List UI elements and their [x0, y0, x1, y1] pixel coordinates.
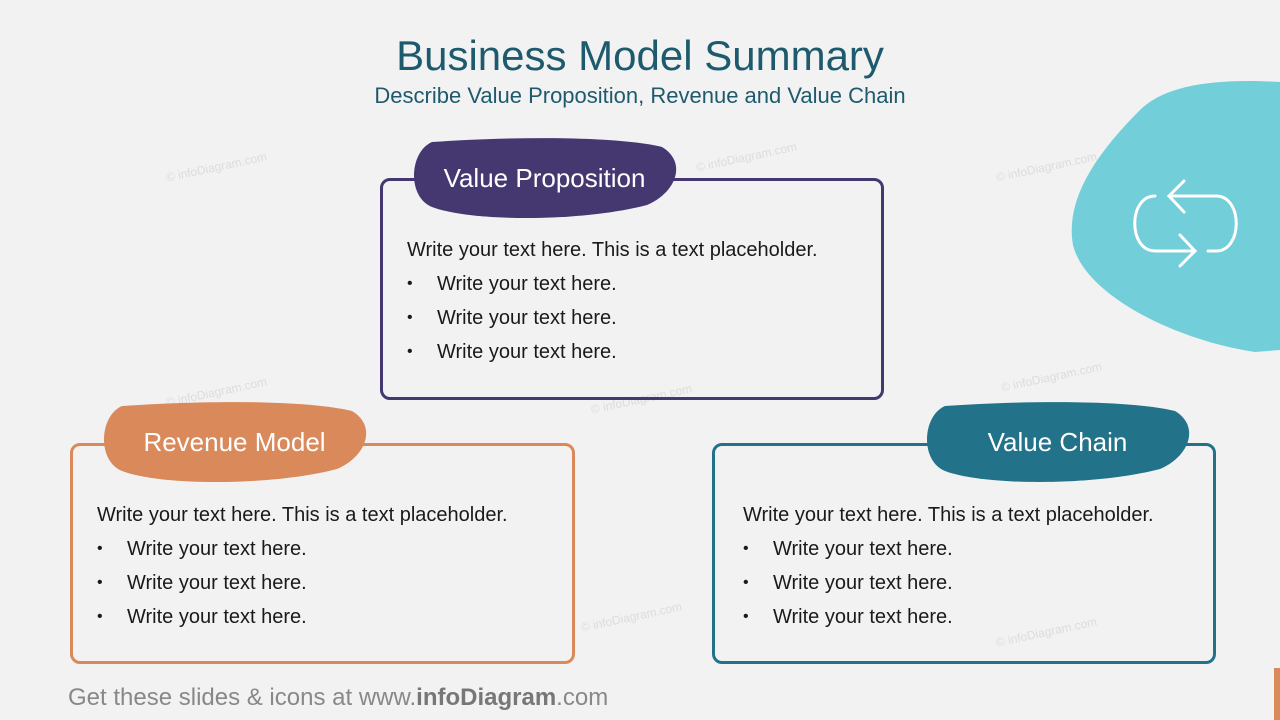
revenue-model-label: Revenue Model: [102, 401, 367, 483]
page-title: Business Model Summary: [396, 32, 884, 79]
footer-credit: Get these slides & icons at www.infoDiag…: [68, 684, 609, 711]
value-proposition-label: Value Proposition: [412, 137, 677, 219]
bullet-item: Write your text here.: [407, 335, 818, 369]
watermark: © infoDiagram.com: [579, 599, 684, 635]
value-chain-label: Value Chain: [925, 401, 1190, 483]
bullet-item: Write your text here.: [407, 301, 818, 335]
value-proposition-card: Write your text here. This is a text pla…: [380, 178, 884, 400]
watermark: © infoDiagram.com: [694, 139, 799, 175]
page-subtitle: Describe Value Proposition, Revenue and …: [374, 83, 906, 108]
revenue-model-card: Write your text here. This is a text pla…: [70, 443, 575, 664]
bullet-item: Write your text here.: [743, 532, 1154, 566]
card-intro: Write your text here. This is a text pla…: [97, 504, 508, 526]
bullet-item: Write your text here.: [97, 600, 508, 634]
watermark: © infoDiagram.com: [164, 149, 269, 185]
bullet-item: Write your text here.: [97, 566, 508, 600]
bullet-item: Write your text here.: [743, 600, 1154, 634]
bullet-item: Write your text here.: [743, 566, 1154, 600]
accent-bar: [1274, 668, 1280, 720]
decorative-blob: [1071, 80, 1280, 353]
bullet-item: Write your text here.: [97, 532, 508, 566]
card-intro: Write your text here. This is a text pla…: [743, 504, 1154, 526]
watermark: © infoDiagram.com: [999, 359, 1104, 395]
exchange-arrows-icon: [1133, 179, 1238, 268]
card-intro: Write your text here. This is a text pla…: [407, 239, 818, 261]
bullet-item: Write your text here.: [407, 267, 818, 301]
